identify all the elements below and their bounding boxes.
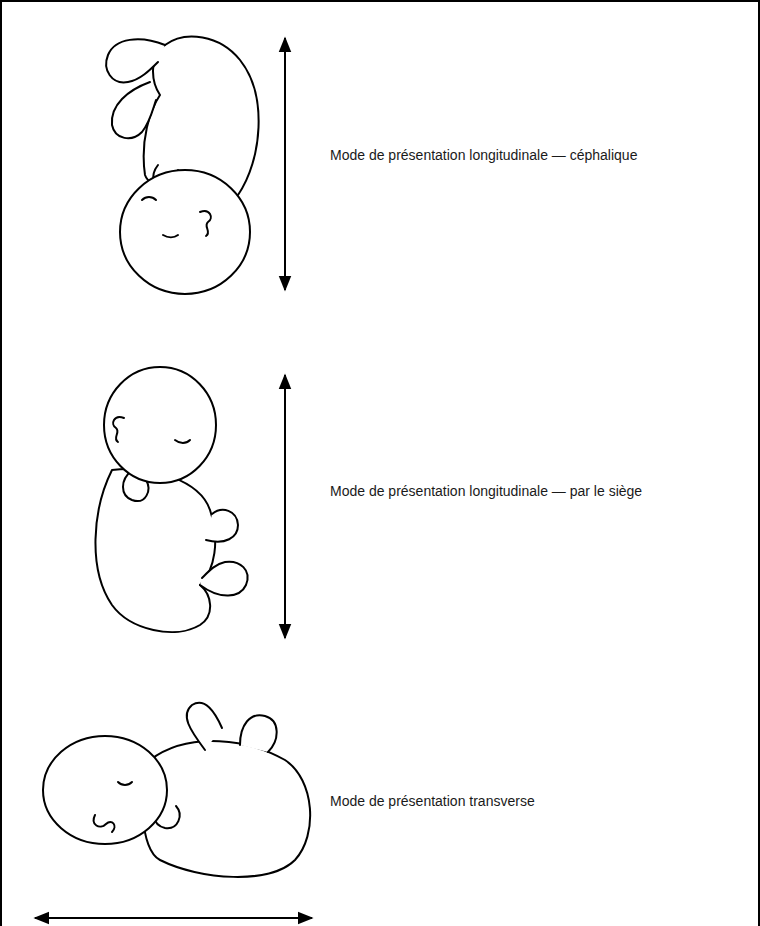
axis-arrow <box>284 375 286 638</box>
caption-label: Mode de présentation longitudinale — par… <box>330 482 642 500</box>
axis-arrow <box>284 38 286 290</box>
axis-arrow <box>35 917 312 919</box>
fetus-breech <box>95 367 247 632</box>
caption-label: Mode de présentation longitudinale — cép… <box>330 146 637 164</box>
fetus-cephalic <box>106 37 258 294</box>
caption-label: Mode de présentation transverse <box>330 792 535 810</box>
fetus-transverse <box>43 703 310 877</box>
